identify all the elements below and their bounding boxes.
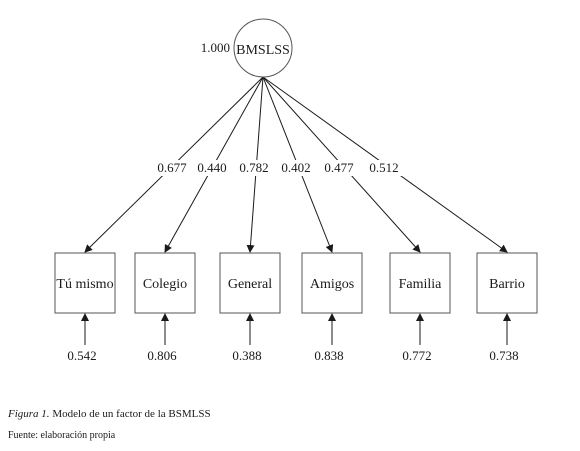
loading-value-familia: 0.477 [324, 160, 354, 175]
indicator-box-familia [389, 252, 451, 314]
error-value-general: 0.388 [232, 348, 261, 363]
loading-label-bg-amigos [278, 160, 314, 176]
factor-model-diagram: Tú mismo Colegio General Amigos Familia Barri… [54, 18, 538, 363]
loading-value-barrio: 0.512 [369, 160, 398, 175]
figure-label: Figura 1. [8, 408, 50, 420]
indicator-box-amigos [301, 252, 363, 314]
loading-value-t-mismo: 0.677 [157, 160, 187, 175]
loading-label-bg-general [236, 160, 272, 176]
error-value-amigos: 0.838 [314, 348, 343, 363]
figure-source: Fuente: elaboración propia [8, 430, 116, 441]
indicator-label-barrio: Barrio [489, 277, 525, 292]
error-value-colegio: 0.806 [147, 348, 177, 363]
loading-labels: 0.677 0.440 0.782 0.402 0.477 0.512 [154, 160, 402, 176]
loading-value-amigos: 0.402 [281, 160, 310, 175]
indicator-label-t-mismo: Tú mismo [56, 277, 113, 292]
error-value-t-mismo: 0.542 [67, 348, 96, 363]
loading-label-bg-barrio [366, 160, 402, 176]
indicator-label-general: General [228, 277, 272, 292]
error-value-familia: 0.772 [402, 348, 431, 363]
indicator-box-barrio [476, 252, 538, 314]
error-terms: 0.542 0.806 0.388 0.838 0.772 0.738 [67, 313, 519, 363]
indicator-label-amigos: Amigos [310, 277, 354, 292]
figure-caption-text: Modelo de un factor de la BSMLSS [49, 408, 211, 420]
loading-value-colegio: 0.440 [197, 160, 226, 175]
error-value-barrio: 0.738 [489, 348, 518, 363]
indicator-label-colegio: Colegio [143, 277, 187, 292]
indicator-label-familia: Familia [399, 277, 443, 292]
loading-label-bg-colegio [194, 160, 230, 176]
loading-label-bg-t-mismo [154, 160, 190, 176]
latent-factor-name: BMSLSS [236, 43, 290, 58]
figure-caption: Figura 1. Modelo de un factor de la BSML… [8, 408, 211, 420]
indicator-box-colegio [134, 252, 196, 314]
loading-value-general: 0.782 [239, 160, 268, 175]
indicator-box-general [219, 252, 281, 314]
indicator-boxes: Tú mismo Colegio General Amigos Familia Barri… [54, 252, 538, 314]
latent-factor-variance: 1.000 [201, 40, 230, 55]
latent-factor-circle [233, 18, 293, 78]
loading-label-bg-familia [321, 160, 357, 176]
